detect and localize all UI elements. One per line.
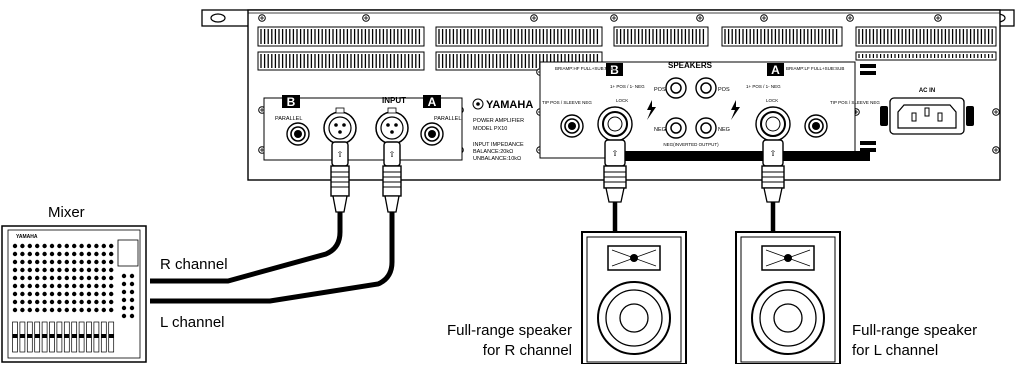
input-title: INPUT (382, 96, 406, 105)
speaker-b-mode: BRIAMP:HF FULL+SUB:FULL (555, 66, 616, 71)
hazard-bolt-icon-a (731, 100, 740, 120)
speakers-title: SPEAKERS (668, 61, 713, 70)
svg-text:⇧: ⇧ (770, 149, 777, 158)
product-line: POWER AMPLIFIER (473, 118, 524, 124)
input-a-letter: A (428, 95, 437, 109)
pos-label-a: POS (718, 87, 730, 93)
speaker-l-label-line2: for L channel (852, 342, 939, 359)
rack-mount-hole-left (210, 13, 226, 23)
speaker-l-label-line1: Full-range speaker (852, 322, 978, 339)
speaker-a-letter: A (771, 63, 780, 77)
speaker-a-mode: BRIAMP:LF FULL+SUB:SUB (786, 66, 844, 71)
mixer-brand: YAMAHA (16, 234, 38, 240)
xlr-plug-r: ⇧ (330, 141, 350, 213)
speaker-r-label-line2: for R channel (482, 342, 572, 359)
speakon-output-a[interactable] (755, 106, 791, 142)
phone-jack-a[interactable] (804, 114, 828, 138)
speaker-b-letter: B (610, 63, 619, 77)
neg-inverted-label: NEG(INVERTED OUTPUT) (663, 142, 719, 147)
pos-label-b: POS (654, 87, 666, 93)
speaker-output-section: SPEAKERS B A BRIAMP:HF FULL+SUB:FULL BRI… (539, 61, 880, 161)
mixer-label: Mixer (48, 204, 85, 221)
binding-post-b-neg[interactable] (665, 117, 687, 139)
input-section: B A INPUT PARALLEL PARALLEL (263, 95, 463, 161)
mixer-console: YAMAHA (1, 225, 147, 363)
lock-label-b: LOCK (616, 98, 628, 103)
tip-sleeve-b: TIP POS / SLEEVE NEG (542, 100, 592, 105)
binding-post-b-pos[interactable] (665, 77, 687, 99)
speakon-plug-r: ⇧ (603, 139, 627, 203)
input-cables: ⇧ ⇧ (150, 141, 402, 304)
xlr-plug-l: ⇧ (382, 141, 402, 213)
model-number: MODEL PX10 (473, 126, 507, 132)
output-ground-warning: DO NOT CONNECT ANY OUTPUT TO GROUND (632, 154, 777, 161)
xlr-input-b[interactable] (323, 107, 357, 145)
neg-label-a: NEG (718, 127, 730, 133)
hazard-bolt-icon-b (647, 100, 656, 120)
neg-label-b: NEG (654, 127, 666, 133)
impedance-balance: BALANCE:20kΩ (473, 149, 513, 155)
speaker-a-badge (767, 63, 784, 76)
input-b-letter: B (287, 95, 296, 109)
amplifier-brand: YAMAHA (486, 99, 533, 111)
ac-power-inlet[interactable] (889, 97, 965, 135)
full-range-speaker-l (735, 231, 841, 365)
ac-inlet-section: AC IN (860, 64, 974, 152)
binding-post-a-neg[interactable] (695, 117, 717, 139)
phone-jack-b[interactable] (560, 114, 584, 138)
mixer-channel-strips (12, 243, 135, 353)
svg-text:⇧: ⇧ (612, 149, 619, 158)
cable-r-channel (150, 210, 343, 284)
pin-legend-a: 1+ POS / 1- NEG (746, 84, 781, 89)
speakon-output-b[interactable] (597, 106, 633, 142)
parallel-left-label: PARALLEL (275, 116, 302, 122)
speaker-r-label-line1: Full-range speaker (446, 322, 572, 339)
full-range-speaker-r (581, 231, 687, 365)
svg-text:⇧: ⇧ (337, 150, 344, 159)
speaker-b-badge (606, 63, 623, 76)
mixer-master-section (117, 239, 139, 267)
ac-in-label: AC IN (919, 88, 935, 94)
parallel-jack-a[interactable] (420, 122, 444, 146)
input-a-badge (423, 95, 441, 108)
input-b-badge (282, 95, 300, 108)
lock-label-a: LOCK (766, 98, 778, 103)
amplifier-brand-block: YAMAHA POWER AMPLIFIER MODEL PX10 INPUT … (472, 98, 533, 162)
svg-text:⇧: ⇧ (389, 150, 396, 159)
binding-post-a-pos[interactable] (695, 77, 717, 99)
pin-legend-b: 1+ POS / 1- NEG (610, 84, 645, 89)
r-channel-label: R channel (160, 256, 228, 273)
parallel-jack-b[interactable] (286, 122, 310, 146)
impedance-unbalance: UNBALANCE:10kΩ (473, 156, 521, 162)
cable-l-channel (150, 210, 395, 304)
l-channel-label: L channel (160, 314, 225, 331)
warning-strip (620, 151, 870, 161)
impedance-title: INPUT IMPEDANCE (473, 142, 524, 148)
parallel-right-label: PARALLEL (434, 116, 461, 122)
ventilation-grille (257, 26, 997, 71)
power-amplifier-rear-panel: B A INPUT PARALLEL PARALLEL (201, 9, 1015, 181)
tip-sleeve-a: TIP POS / SLEEVE NEG (830, 100, 880, 105)
speakon-plug-l: ⇧ (761, 139, 785, 203)
